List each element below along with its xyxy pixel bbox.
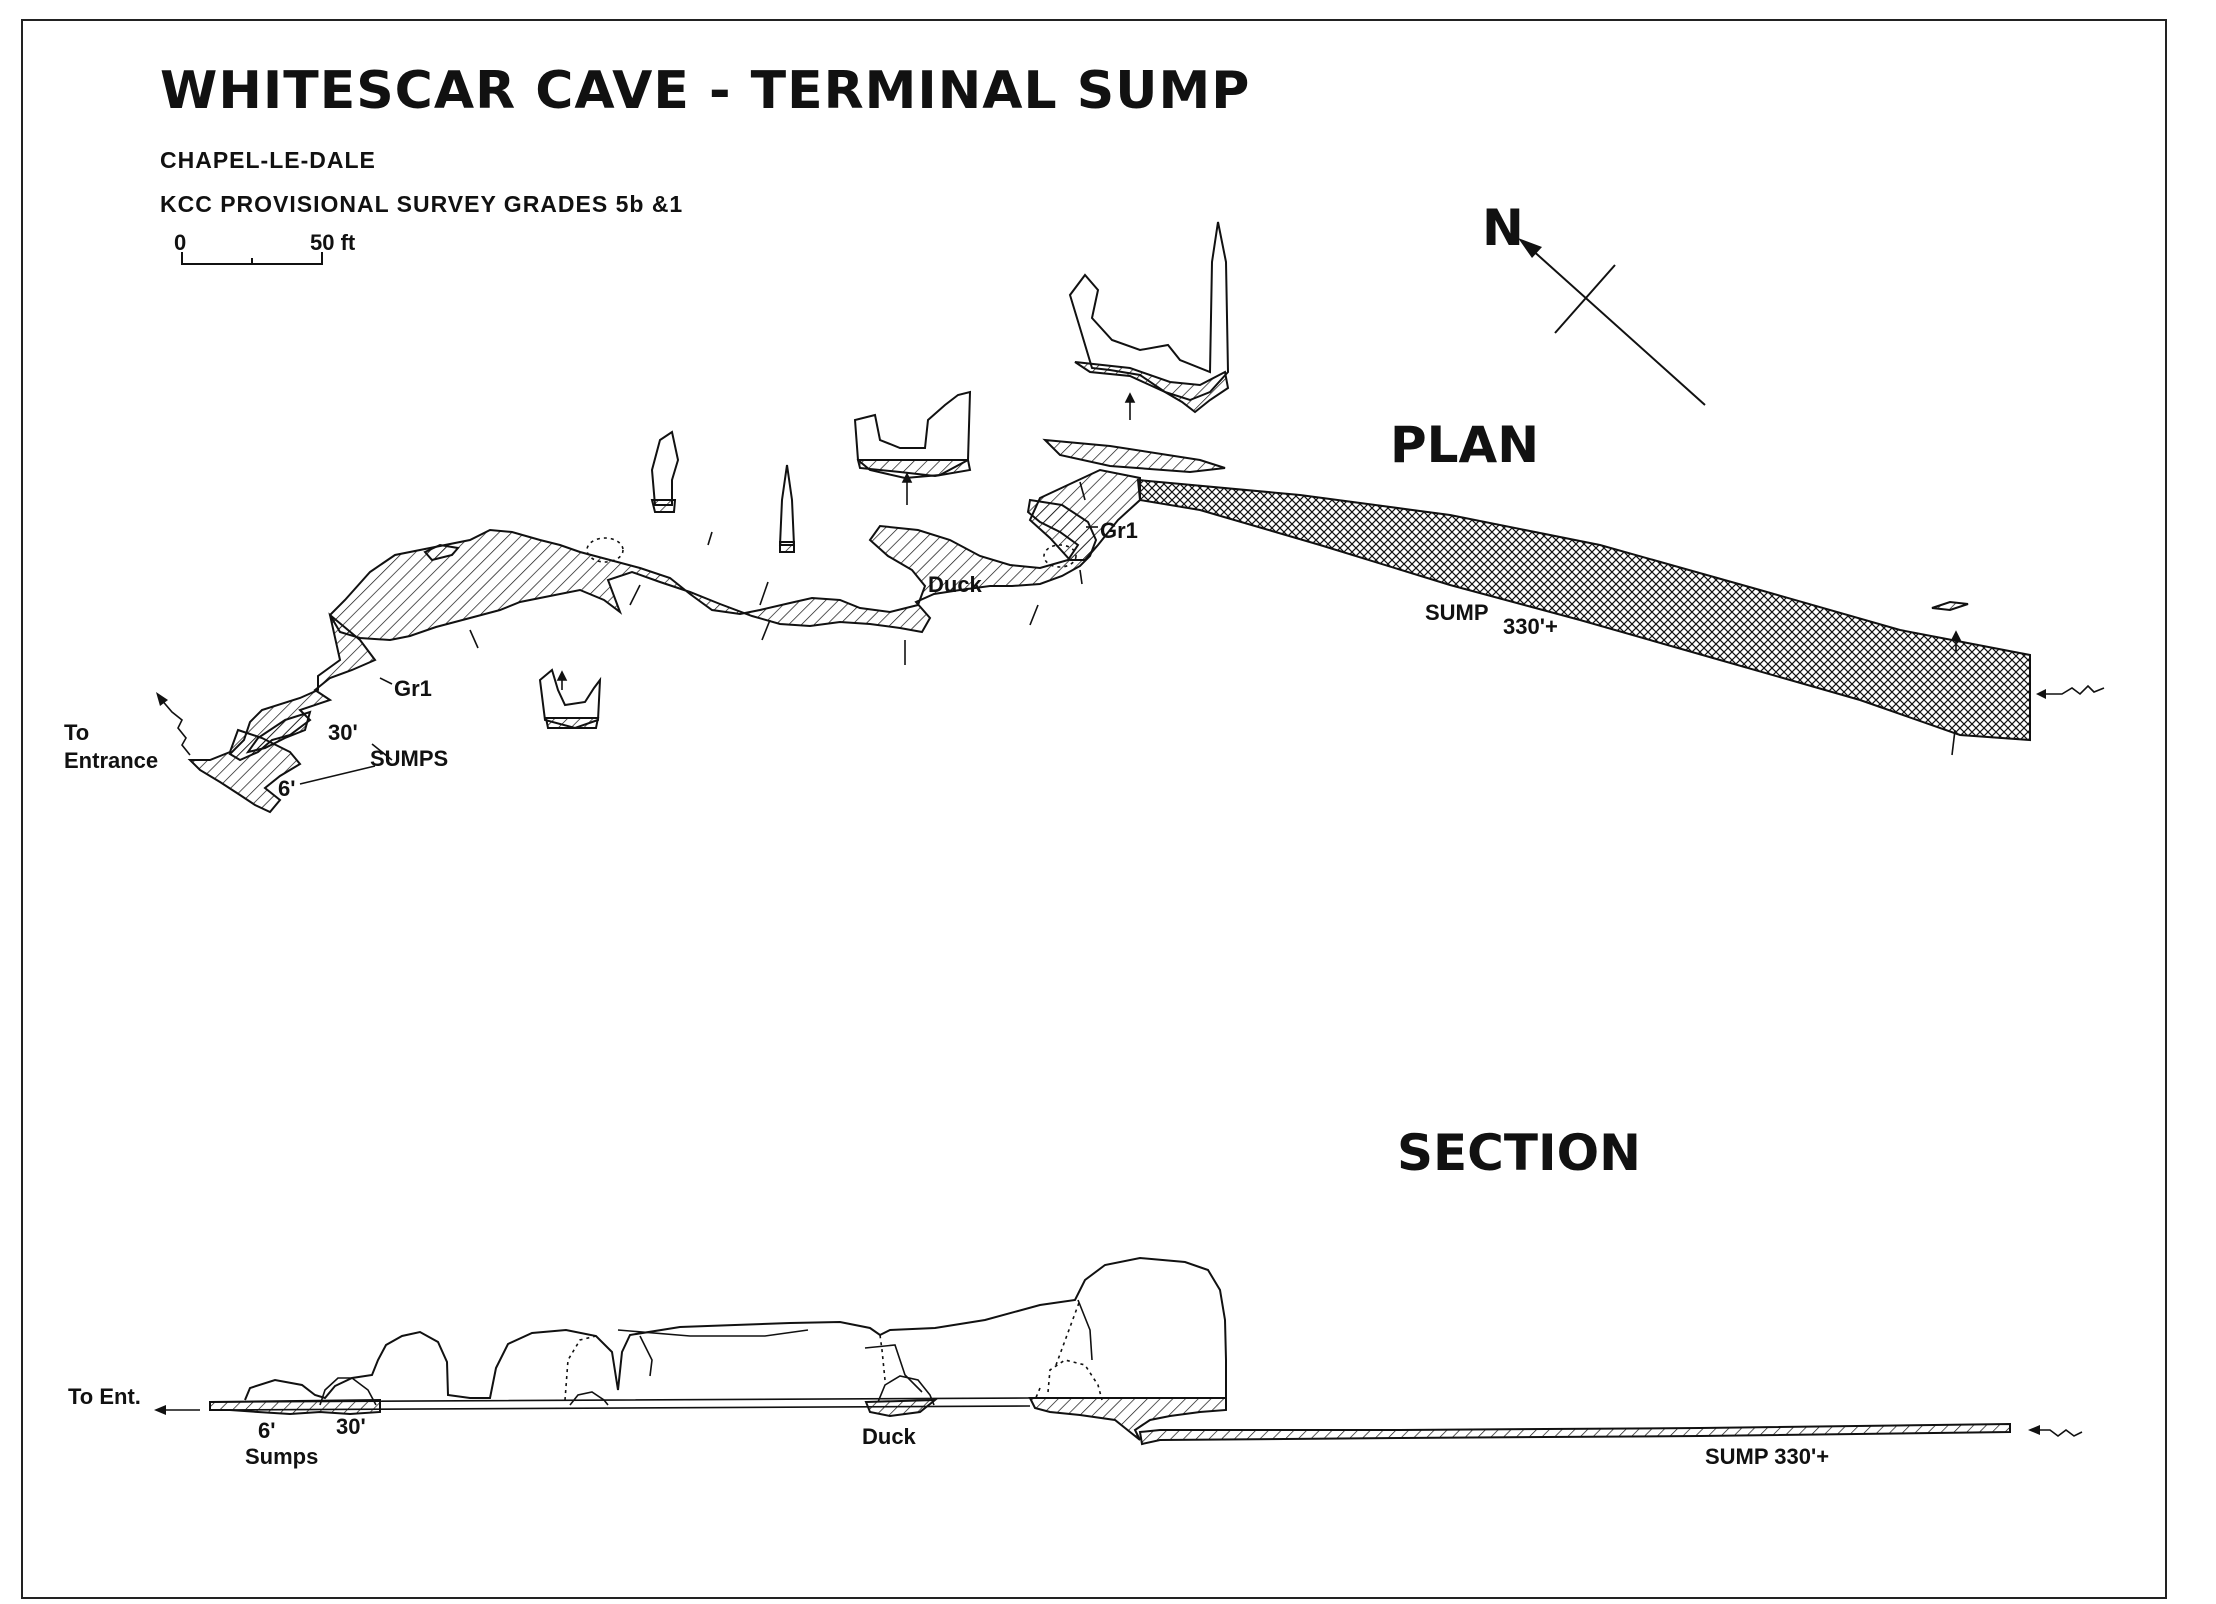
plan-sump-6-label: 6' [278, 776, 295, 801]
aven-chamber-1-floor [1074, 361, 1230, 414]
upper-lens-passage [1042, 438, 1226, 474]
small-aven-east [1931, 600, 1969, 612]
aven-chamber-3 [650, 430, 680, 506]
section-sump-main-label: SUMP 330'+ [1705, 1444, 1829, 1469]
junction-passage [1028, 468, 1141, 561]
aven-chamber-2 [853, 390, 972, 480]
plan-sump-length-label: 330'+ [1503, 614, 1558, 639]
leader-arrows [379, 392, 1962, 690]
map-title: WHITESCAR CAVE - TERMINAL SUMP [160, 61, 1250, 121]
section-boulder-arc-1 [564, 1335, 597, 1401]
section-heading: SECTION [1397, 1124, 1641, 1182]
section-to-ent-label: To Ent. [68, 1384, 141, 1409]
scale-end-label: 50 ft [310, 230, 356, 255]
entrance-wavy-arrow [159, 697, 191, 756]
north-label: N [1482, 199, 1524, 257]
boulder-area-1 [586, 537, 624, 563]
aven-chamber-4-floor [779, 541, 795, 553]
plan-gr1-lower-label: Gr1 [394, 676, 432, 701]
section-water-sump-chamber [1028, 1397, 1227, 1441]
plan-to-label: To [64, 720, 89, 745]
terminal-sump-passage [1136, 478, 2031, 742]
aven-chamber-3-floor [650, 499, 677, 513]
sump-inflow-wavy-arrow [2040, 684, 2105, 696]
section-sump-arches [319, 1377, 377, 1406]
north-arrow-icon: N [1482, 199, 1706, 406]
plan-gr1-upper-label: Gr1 [1100, 518, 1138, 543]
location-label: CHAPEL-LE-DALE [160, 147, 376, 173]
main-stream-passage [328, 498, 1098, 642]
section-ticks [469, 481, 1956, 756]
plan-sump-label: SUMP [1425, 600, 1489, 625]
plan-sumps-label: SUMPS [370, 746, 448, 771]
sheet-border [21, 19, 2167, 1599]
section-terminal-sump [1138, 1422, 2011, 1446]
aven-chamber-2-floor [856, 459, 972, 478]
boulder-area-2 [1043, 544, 1077, 568]
section-duck-label: Duck [862, 1424, 917, 1449]
section-sump-30-label: 30' [336, 1414, 366, 1439]
scale-bar: 0 50 ft [174, 230, 356, 265]
section-chamber-outline [244, 1256, 1227, 1401]
aven-chamber-5-floor [544, 717, 600, 729]
survey-grade-note: KCC PROVISIONAL SURVEY GRADES 5b &1 [160, 191, 683, 217]
section-water-duck [864, 1398, 938, 1418]
plan-entrance-label: Entrance [64, 748, 158, 773]
section-water-sumps [209, 1398, 381, 1416]
aven-chamber-4 [778, 464, 796, 546]
plan-heading: PLAN [1390, 416, 1539, 474]
section-sumps-label: Sumps [245, 1444, 318, 1469]
entrance-passage [187, 728, 302, 814]
small-aven-west [423, 543, 460, 562]
plan-duck-label: Duck [928, 572, 983, 597]
section-inflow-wavy-arrow [2034, 1429, 2083, 1437]
section-sump-6-label: 6' [258, 1418, 275, 1443]
plan-view: SUMP 330'+ Duck Gr1 Gr1 30' SUMPS 6' To … [64, 221, 2105, 814]
section-view: To Ent. 6' 30' Sumps Duck SUMP 330'+ [68, 1256, 2083, 1469]
plan-sump-30-label: 30' [328, 720, 358, 745]
scale-start-label: 0 [174, 230, 186, 255]
